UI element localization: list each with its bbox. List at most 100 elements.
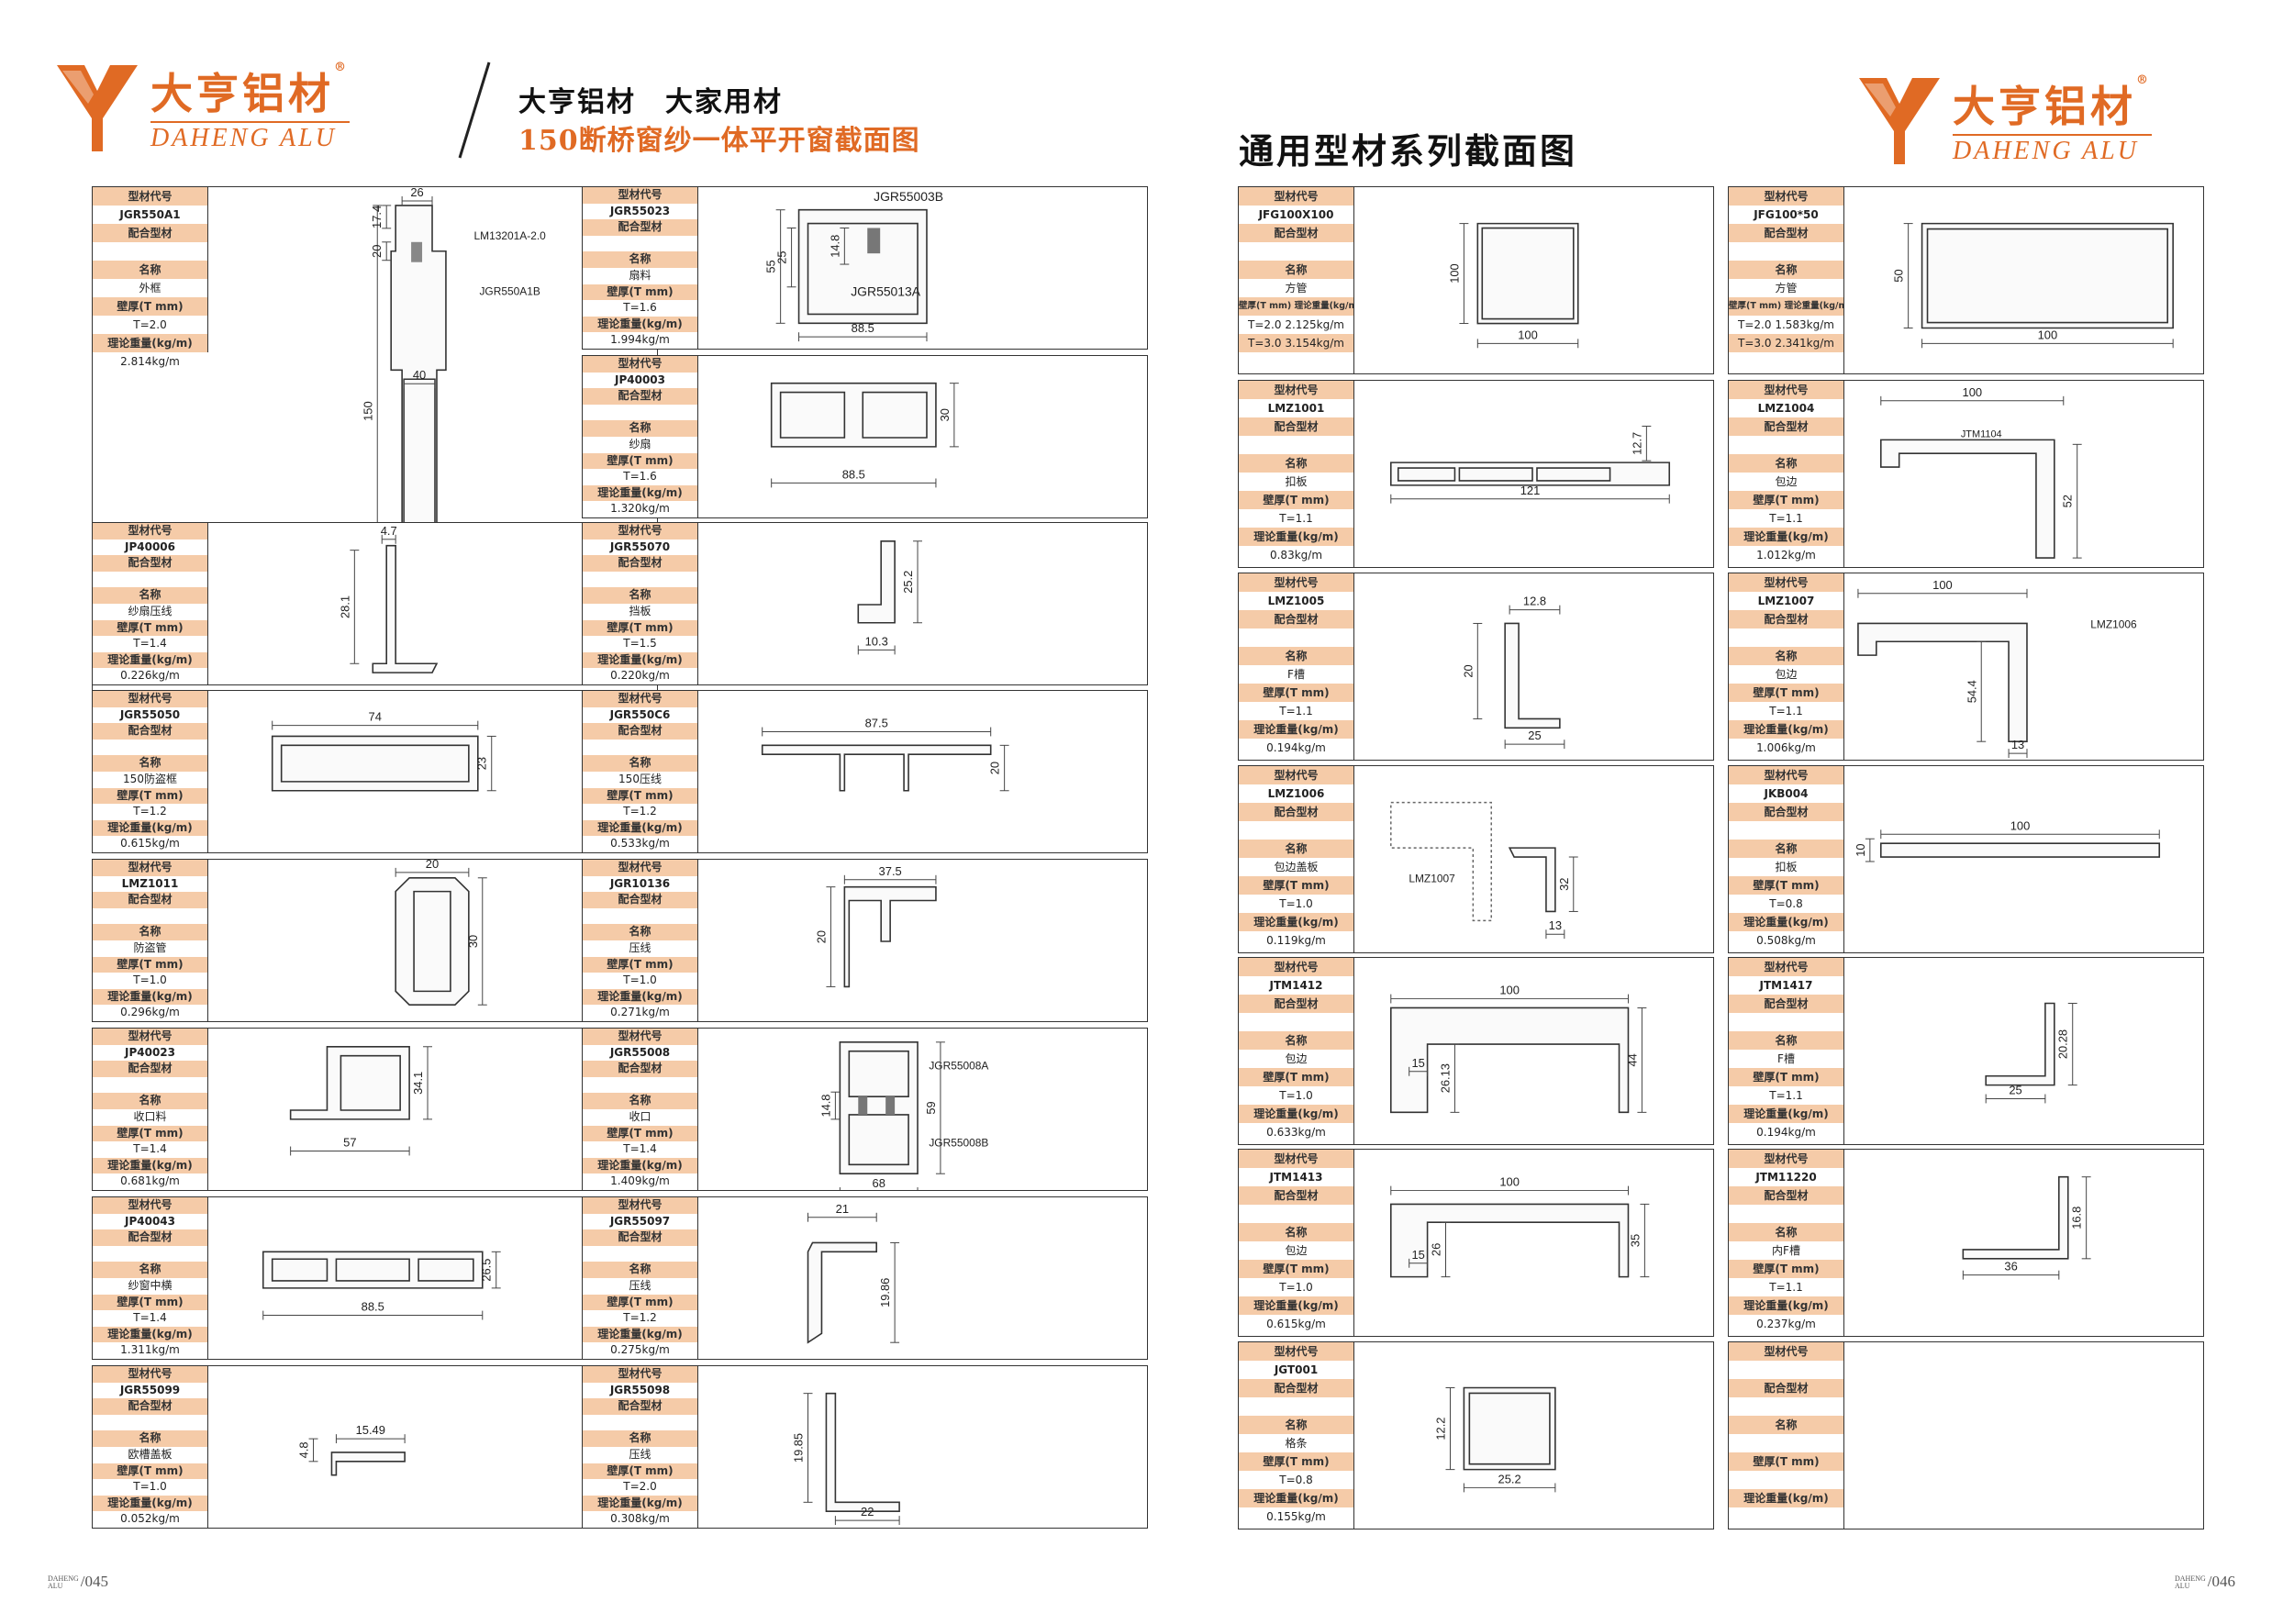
match-label: 配合型材	[93, 1061, 207, 1077]
match-label: 配合型材	[1239, 610, 1353, 628]
thickness-label: 壁厚(T mm)	[93, 619, 207, 637]
code-label: 型材代号	[93, 1197, 207, 1214]
match-value	[1239, 242, 1353, 261]
match-value	[583, 907, 697, 925]
dimension-label: 54.4	[1965, 680, 1978, 703]
profile-code: JP40043	[93, 1213, 207, 1230]
profile-name: 纱扇压线	[93, 603, 207, 620]
profile-code: JP40006	[93, 539, 207, 556]
thickness-label: 壁厚(T mm)	[1729, 876, 1843, 895]
thickness-value: T=1.2	[583, 1310, 697, 1327]
profile-shape	[1857, 622, 2028, 742]
profile-code: JGT001	[1239, 1361, 1353, 1379]
thickness-label: 壁厚(T mm)	[583, 452, 697, 470]
weight-label: 理论重量(kg/m)	[93, 1326, 207, 1343]
weight-label: 理论重量(kg/m)	[583, 1495, 697, 1512]
profile-code: JGR55097	[583, 1213, 697, 1230]
dimension-label: 19.85	[791, 1433, 805, 1463]
profile-name: 收口	[583, 1108, 697, 1126]
weight-label: 理论重量(kg/m)	[1729, 1105, 1843, 1123]
weight-label: 理论重量(kg/m)	[1239, 1489, 1353, 1507]
profile-name: 包边	[1729, 665, 1843, 684]
code-label: 型材代号	[93, 187, 207, 206]
dimension-label: 26	[410, 187, 423, 199]
profile-shape	[1463, 1386, 1556, 1471]
dimension-label: 12.2	[1433, 1418, 1447, 1440]
dimension-label: 25	[1528, 729, 1541, 742]
profile-section-drawing: 87.520	[761, 717, 1009, 792]
thickness-label: 壁厚(T mm) 理论重量(kg/m)	[1239, 297, 1353, 316]
name-label: 名称	[583, 587, 697, 604]
code-label: 型材代号	[583, 1029, 697, 1045]
dimension-label: 59	[924, 1101, 938, 1114]
weight-label: 理论重量(kg/m)	[1239, 528, 1353, 546]
dimension-label: 88.5	[852, 321, 874, 335]
thickness-label: 壁厚(T mm)	[1239, 1452, 1353, 1471]
match-label: 配合型材	[1239, 803, 1353, 821]
dimension-label: 4.8	[297, 1442, 311, 1459]
dimension-label: 68	[872, 1176, 885, 1190]
thickness-value: T=0.8	[1239, 1471, 1353, 1489]
match-value	[1239, 628, 1353, 647]
match-label: 配合型材	[583, 723, 697, 740]
code-label: 型材代号	[93, 691, 207, 707]
weight-value: 0.508kg/m	[1729, 931, 1843, 950]
profile-code: JGR550A1	[93, 206, 207, 224]
name-label: 名称	[93, 1262, 207, 1278]
thickness-value: T=1.0	[1239, 895, 1353, 913]
dimension-label: 25.2	[901, 571, 915, 594]
thickness-value: T=1.0	[1239, 1278, 1353, 1296]
code-label: 型材代号	[93, 523, 207, 539]
profile-code: LMZ1011	[93, 875, 207, 893]
match-value	[1729, 1205, 1843, 1223]
dimension-label: 100	[1499, 984, 1520, 997]
weight-label: 理论重量(kg/m)	[583, 484, 697, 502]
thickness-value: T=1.1	[1729, 509, 1843, 528]
profile-shape	[271, 735, 479, 792]
match-label: 配合型材	[93, 1398, 207, 1415]
thickness-value: T=1.2	[583, 804, 697, 820]
match-label: 配合型材	[1239, 995, 1353, 1013]
name-label: 名称	[1239, 261, 1353, 279]
profile-shape	[1390, 462, 1671, 486]
weight-value: 2.814kg/m	[93, 352, 207, 371]
dimension-label: 40	[413, 368, 426, 382]
match-value	[1239, 1013, 1353, 1031]
profile-section-drawing: 16.836	[1962, 1175, 2091, 1280]
weight-value: 0.271kg/m	[583, 1005, 697, 1021]
dimension-label: 74	[369, 710, 382, 724]
thickness-label: 壁厚(T mm)	[93, 297, 207, 316]
weight-label: 理论重量(kg/m)	[583, 819, 697, 837]
profile-section-drawing: 12.225.2	[1433, 1386, 1556, 1493]
dimension-label: 20	[426, 860, 439, 871]
dimension-label: 100	[1518, 328, 1538, 341]
thickness-label: 壁厚(T mm)	[1239, 491, 1353, 509]
dimension-label: 52	[2061, 495, 2075, 507]
name-label: 名称	[1729, 840, 1843, 858]
thickness-label: 壁厚(T mm)	[583, 956, 697, 973]
match-value	[93, 739, 207, 756]
thickness-label: 壁厚(T mm)	[1729, 491, 1843, 509]
weight-value: 0.275kg/m	[583, 1342, 697, 1359]
